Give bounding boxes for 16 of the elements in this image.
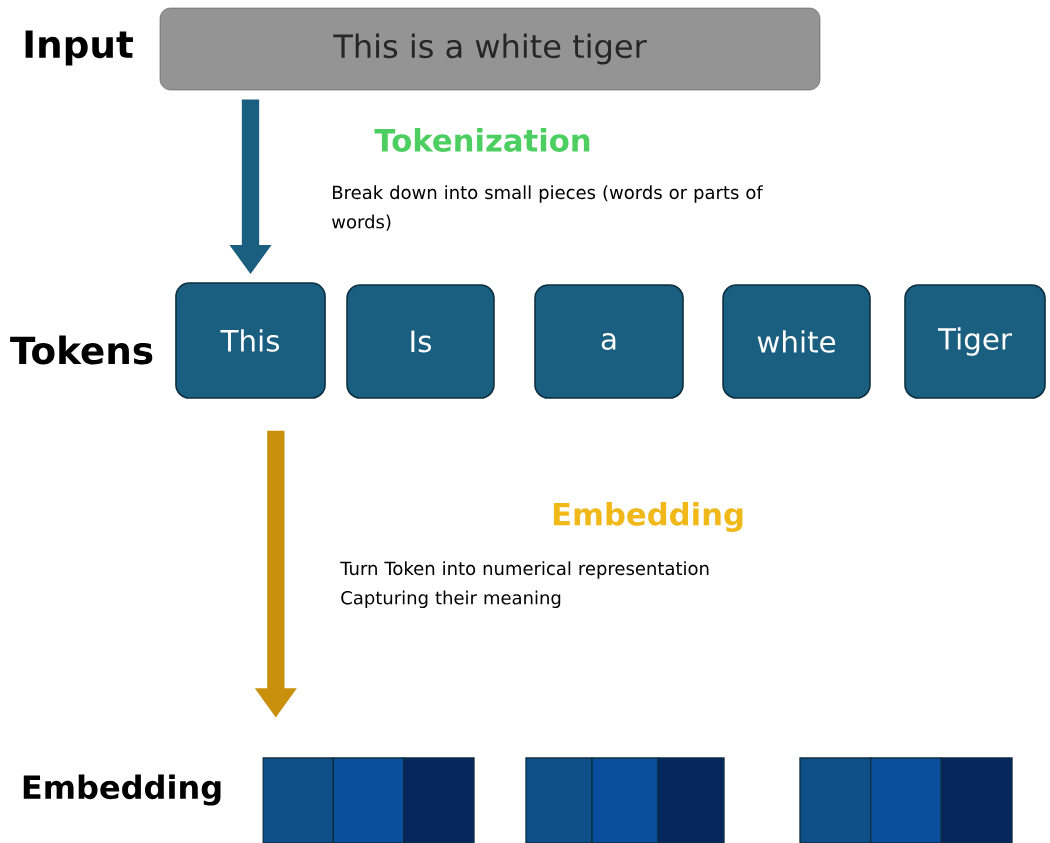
embedding-vector [799,757,1013,843]
row-label: Tokens [10,335,153,365]
step-description: Turn Token into numerical representation Capturing their meaning [340,561,709,609]
step-title: Tokenization [374,128,590,152]
row-label: Input [25,30,133,66]
token-box: Is [346,284,495,399]
input-box: This is a white tiger [159,7,821,91]
token-box: Tiger [904,284,1046,399]
token-box: This [175,282,326,399]
row-label: Embedding [23,774,221,806]
embedding-vector [525,757,725,843]
embedding-vector [262,757,475,843]
token-box: white [722,284,871,399]
step-description: Break down into small pieces (words or parts of words) [332,185,764,231]
step-title: Embedding [553,502,743,532]
token-box: a [534,284,684,399]
